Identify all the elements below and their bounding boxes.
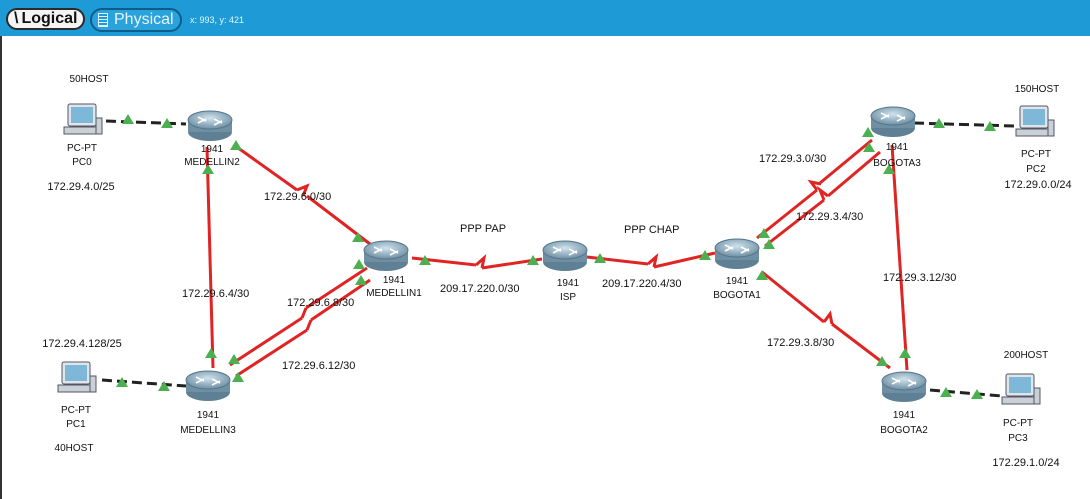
link-label-b3-b2: 172.29.3.12/30 <box>883 272 956 284</box>
link-label-pap: PPP PAP <box>460 223 506 235</box>
router-medellin3[interactable]: 1941 MEDELLIN3 <box>180 370 236 436</box>
router-icon <box>870 106 916 138</box>
router-bogota2[interactable]: 1941 BOGOTA2 <box>880 371 928 436</box>
link-labels: 172.29.6.0/30 172.29.6.4/30 172.29.6.8/3… <box>182 153 956 372</box>
network-label: 172.29.0.0/24 <box>1004 179 1071 191</box>
rack-icon <box>98 13 108 27</box>
link-pc0-medellin2[interactable] <box>105 119 187 126</box>
pc-type: PC-PT <box>67 143 97 154</box>
link-bogota2-pc3[interactable] <box>929 388 1003 398</box>
pc-pc3[interactable]: 200HOST PC-PT PC3 172.29.1.0/24 <box>992 350 1059 469</box>
link-label-m2-m3: 172.29.6.4/30 <box>182 288 249 300</box>
host-count: 200HOST <box>1004 350 1048 361</box>
router-name: BOGOTA3 <box>873 158 921 169</box>
router-icon <box>185 370 231 402</box>
link-medellin3-medellin1-a[interactable] <box>229 266 368 367</box>
host-count: 50HOST <box>70 74 109 85</box>
link-medellin3-medellin1-b[interactable] <box>235 278 371 378</box>
link-medellin1-isp[interactable] <box>411 253 543 270</box>
router-isp[interactable]: 1941 ISP <box>542 240 588 303</box>
router-model: 1941 <box>197 410 220 421</box>
router-icon <box>542 240 588 272</box>
router-model: 1941 <box>886 142 909 153</box>
logical-workspace[interactable]: 1941 MEDELLIN2 1941 MEDELLIN1 1941 MEDEL… <box>0 36 1090 499</box>
link-medellin2-medellin3[interactable] <box>205 146 215 369</box>
link-label-chap: PPP CHAP <box>624 224 679 236</box>
link-label-m3-m1-b: 172.29.6.12/30 <box>282 360 355 372</box>
tab-physical-label: Physical <box>114 11 174 28</box>
pc-pc1[interactable]: 172.29.4.128/25 PC-PT PC1 40HOST <box>42 338 122 454</box>
pc-type: PC-PT <box>1021 149 1051 160</box>
router-icon <box>881 371 927 403</box>
host-count: 40HOST <box>55 443 94 454</box>
router-model: 1941 <box>201 144 224 155</box>
tab-physical[interactable]: Physical <box>90 8 182 32</box>
router-icon <box>187 110 233 142</box>
link-pc1-medellin3[interactable] <box>101 378 187 388</box>
network-label: 172.29.4.0/25 <box>47 181 114 193</box>
router-name: MEDELLIN3 <box>180 425 236 436</box>
topology-diagram: 1941 MEDELLIN2 1941 MEDELLIN1 1941 MEDEL… <box>42 74 1071 469</box>
logical-icon: \ <box>14 10 19 27</box>
network-label: 172.29.1.0/24 <box>992 457 1059 469</box>
router-name: MEDELLIN1 <box>366 288 422 299</box>
pc-icon <box>1001 373 1041 405</box>
router-name: ISP <box>560 292 576 303</box>
link-label-isp-b1: 209.17.220.4/30 <box>602 278 682 290</box>
link-bogota1-bogota2[interactable] <box>761 270 891 370</box>
pc-name: PC0 <box>72 157 92 168</box>
workspace-toolbar: \ Logical Physical x: 993, y: 421 <box>0 0 1090 36</box>
link-bogota1-bogota3-b[interactable] <box>764 150 881 248</box>
link-isp-bogota1[interactable] <box>586 251 716 269</box>
pc-icon <box>57 361 97 393</box>
link-label-m2-m1: 172.29.6.0/30 <box>264 191 331 203</box>
router-medellin1[interactable]: 1941 MEDELLIN1 <box>363 240 422 299</box>
router-medellin2[interactable]: 1941 MEDELLIN2 <box>184 110 240 168</box>
link-label-b1-b3-a: 172.29.3.0/30 <box>759 153 826 165</box>
pc-type: PC-PT <box>1003 418 1033 429</box>
link-bogota3-pc2[interactable] <box>913 121 1015 128</box>
host-count: 150HOST <box>1015 84 1059 95</box>
router-name: BOGOTA1 <box>713 290 761 301</box>
pc-icon <box>63 103 103 135</box>
network-label: 172.29.4.128/25 <box>42 338 122 350</box>
router-name: BOGOTA2 <box>880 425 928 436</box>
router-model: 1941 <box>383 275 406 286</box>
router-model: 1941 <box>726 276 749 287</box>
link-label-m1-isp: 209.17.220.0/30 <box>440 283 520 295</box>
router-name: MEDELLIN2 <box>184 157 240 168</box>
router-bogota3[interactable]: 1941 BOGOTA3 <box>870 106 921 169</box>
tab-logical-label: Logical <box>21 10 78 27</box>
cursor-coordinates: x: 993, y: 421 <box>190 15 245 25</box>
pc-icon <box>1015 105 1055 137</box>
pc-name: PC2 <box>1026 164 1046 175</box>
link-label-m3-m1-a: 172.29.6.8/30 <box>287 297 354 309</box>
router-model: 1941 <box>893 410 916 421</box>
pc-pc0[interactable]: 50HOST PC-PT PC0 172.29.4.0/25 <box>47 74 114 193</box>
link-label-b1-b3-b: 172.29.3.4/30 <box>796 211 863 223</box>
router-model: 1941 <box>557 278 580 289</box>
link-bogota1-bogota3-a[interactable] <box>756 138 873 240</box>
router-icon <box>363 240 409 272</box>
router-icon <box>714 238 760 270</box>
pc-type: PC-PT <box>61 405 91 416</box>
link-bogota3-bogota2[interactable] <box>890 144 909 371</box>
link-label-b1-b2: 172.29.3.8/30 <box>767 337 834 349</box>
router-bogota1[interactable]: 1941 BOGOTA1 <box>713 238 761 301</box>
tab-logical[interactable]: \ Logical <box>6 8 86 30</box>
pc-name: PC1 <box>66 419 86 430</box>
pc-pc2[interactable]: 150HOST PC-PT PC2 172.29.0.0/24 <box>1004 84 1071 191</box>
pc-name: PC3 <box>1008 433 1028 444</box>
